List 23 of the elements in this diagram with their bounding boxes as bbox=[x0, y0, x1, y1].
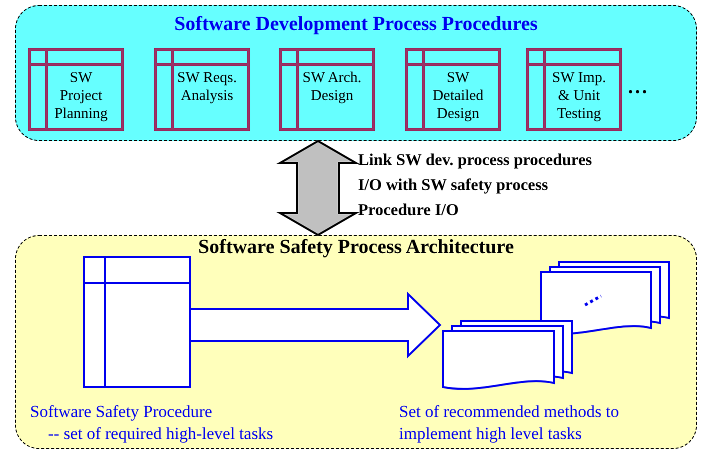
dashed-group-panel bbox=[15, 235, 697, 449]
document-stack-drawing bbox=[441, 259, 669, 392]
box-label: SW Imp. & Unit Testing bbox=[551, 69, 607, 123]
box-label: SW Arch. Design bbox=[302, 69, 362, 105]
procedure-box bbox=[405, 48, 501, 131]
procedure-box bbox=[28, 48, 124, 131]
block-arrow bbox=[189, 292, 442, 358]
node-label: Software Safety Procedure bbox=[30, 401, 214, 423]
procedure-box bbox=[154, 48, 250, 131]
procedure-box bbox=[526, 48, 622, 131]
edge-label: Link SW dev. process procedures I/O with SW safety process Procedure I/O bbox=[358, 149, 593, 221]
block-arrow bbox=[276, 140, 360, 236]
node-label: Set of recommended methods to implement high level tasks bbox=[399, 401, 620, 445]
box-label: SW Project Planning bbox=[53, 69, 109, 123]
dashed-group-panel bbox=[15, 5, 697, 141]
box-label: SW Reqs. Analysis bbox=[176, 69, 238, 105]
node-label: -- set of required high-level tasks bbox=[48, 423, 274, 445]
box-label: SW Detailed Design bbox=[432, 69, 484, 123]
panel-title: Software Safety Process Architecture bbox=[197, 235, 515, 259]
panel-title: Software Development Process Procedures bbox=[173, 12, 539, 36]
ellipsis-label: ... bbox=[628, 76, 649, 99]
procedure-box bbox=[279, 48, 375, 131]
procedure-form bbox=[83, 256, 191, 388]
